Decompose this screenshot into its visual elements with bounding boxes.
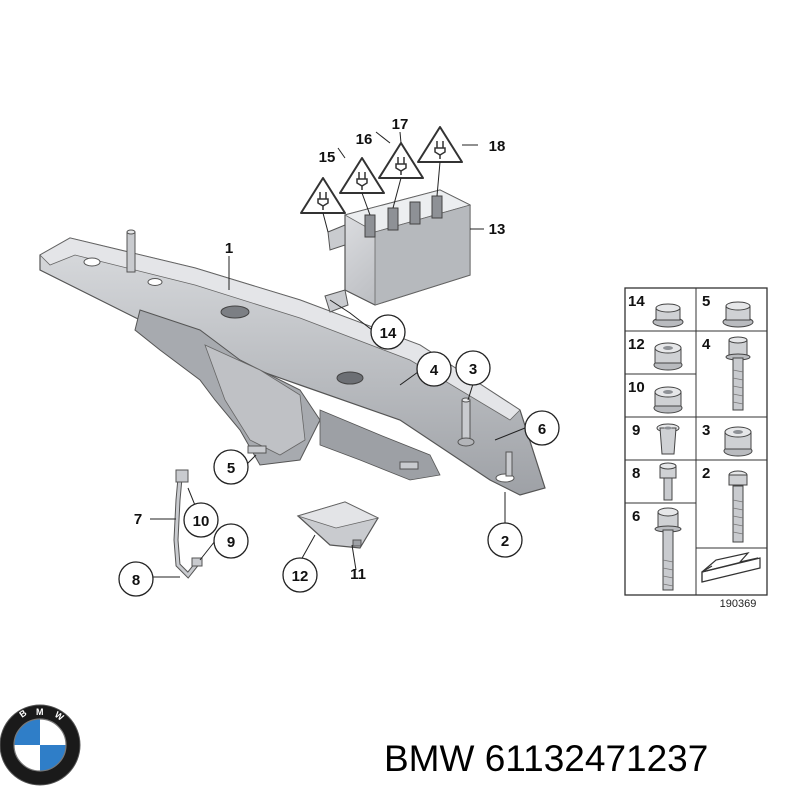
callout-1-label: 1 [225, 240, 233, 257]
callout-16-label: 16 [356, 131, 373, 148]
ground-cable-illustration [173, 469, 203, 579]
callout-14: 14 [370, 314, 406, 350]
grid-label-12: 12 [628, 336, 645, 353]
grid-label-10: 10 [628, 379, 645, 396]
callout-14-label: 14 [380, 325, 397, 342]
diagram-reference-number: 190369 [720, 598, 757, 610]
callout-5-label: 5 [227, 460, 235, 477]
grid-label-3: 3 [702, 422, 710, 439]
svg-text:M: M [36, 707, 44, 717]
callout-6-label: 6 [538, 421, 546, 438]
callout-8: 8 [118, 561, 154, 597]
callout-9-label: 9 [227, 534, 235, 551]
grid-label-8: 8 [632, 465, 640, 482]
brand-part-number-title: BMW 61132471237 [384, 738, 708, 780]
callout-15: 15 [319, 149, 336, 166]
warning-triangle-18-icon [417, 126, 463, 163]
callout-6: 6 [524, 410, 560, 446]
bolt-8-icon [659, 462, 677, 501]
warning-triangle-15-icon [300, 177, 346, 214]
grid-label-14: 14 [628, 293, 645, 310]
bolt-6-icon [654, 507, 682, 591]
callout-8-label: 8 [132, 572, 140, 589]
flange-nut-14-icon [652, 303, 684, 328]
callout-12-label: 12 [292, 568, 309, 585]
callout-4-label: 4 [430, 362, 439, 379]
callout-7: 7 [134, 511, 142, 528]
callout-2-label: 2 [501, 533, 509, 550]
fastener-grid: 14 12 10 9 8 6 5 4 3 2 [624, 287, 768, 596]
callout-10: 10 [183, 502, 219, 538]
callout-1: 1 [225, 240, 233, 257]
callout-12: 12 [282, 557, 318, 593]
warning-triangles [300, 126, 463, 233]
callout-3: 3 [455, 350, 491, 386]
control-module-illustration [324, 189, 472, 313]
warning-triangle-17-icon [378, 142, 424, 179]
callout-17: 17 [392, 116, 409, 133]
part-number: 61132471237 [484, 738, 709, 779]
callout-11-label: 11 [350, 566, 366, 583]
grid-label-9: 9 [632, 422, 640, 439]
callout-3-label: 3 [469, 361, 477, 378]
flange-nut-5-icon [722, 301, 754, 328]
grid-label-2: 2 [702, 465, 710, 482]
brand-name: BMW [384, 738, 475, 779]
nut-3-icon [723, 426, 753, 457]
grid-label-5: 5 [702, 293, 710, 310]
nut-10-icon [653, 386, 683, 414]
callout-15-label: 15 [319, 149, 336, 166]
callout-13-label: 13 [489, 221, 506, 238]
callout-17-label: 17 [392, 116, 409, 133]
callout-18: 18 [489, 138, 506, 155]
hex-nut-12-icon [653, 342, 683, 371]
sleeve-9-icon [656, 423, 680, 455]
cross-member-illustration [39, 229, 546, 496]
callout-7-label: 7 [134, 511, 142, 528]
callout-18-label: 18 [489, 138, 506, 155]
callout-11: 11 [350, 566, 366, 583]
warning-triangle-16-icon [339, 157, 385, 194]
bolt-2-icon [728, 470, 748, 543]
callout-4: 4 [416, 351, 452, 387]
svg-text:B: B [17, 707, 28, 719]
grid-label-6: 6 [632, 508, 640, 525]
grid-label-4: 4 [702, 336, 711, 353]
heat-shield-illustration [296, 501, 380, 549]
callout-10-label: 10 [193, 513, 210, 530]
direction-arrow-icon [701, 552, 761, 583]
callout-13: 13 [489, 221, 506, 238]
bmw-logo: B M W [0, 704, 81, 786]
bolt-4-icon [725, 336, 751, 411]
callout-9: 9 [213, 523, 249, 559]
callout-16: 16 [356, 131, 373, 148]
callout-5: 5 [213, 449, 249, 485]
callout-2: 2 [487, 522, 523, 558]
